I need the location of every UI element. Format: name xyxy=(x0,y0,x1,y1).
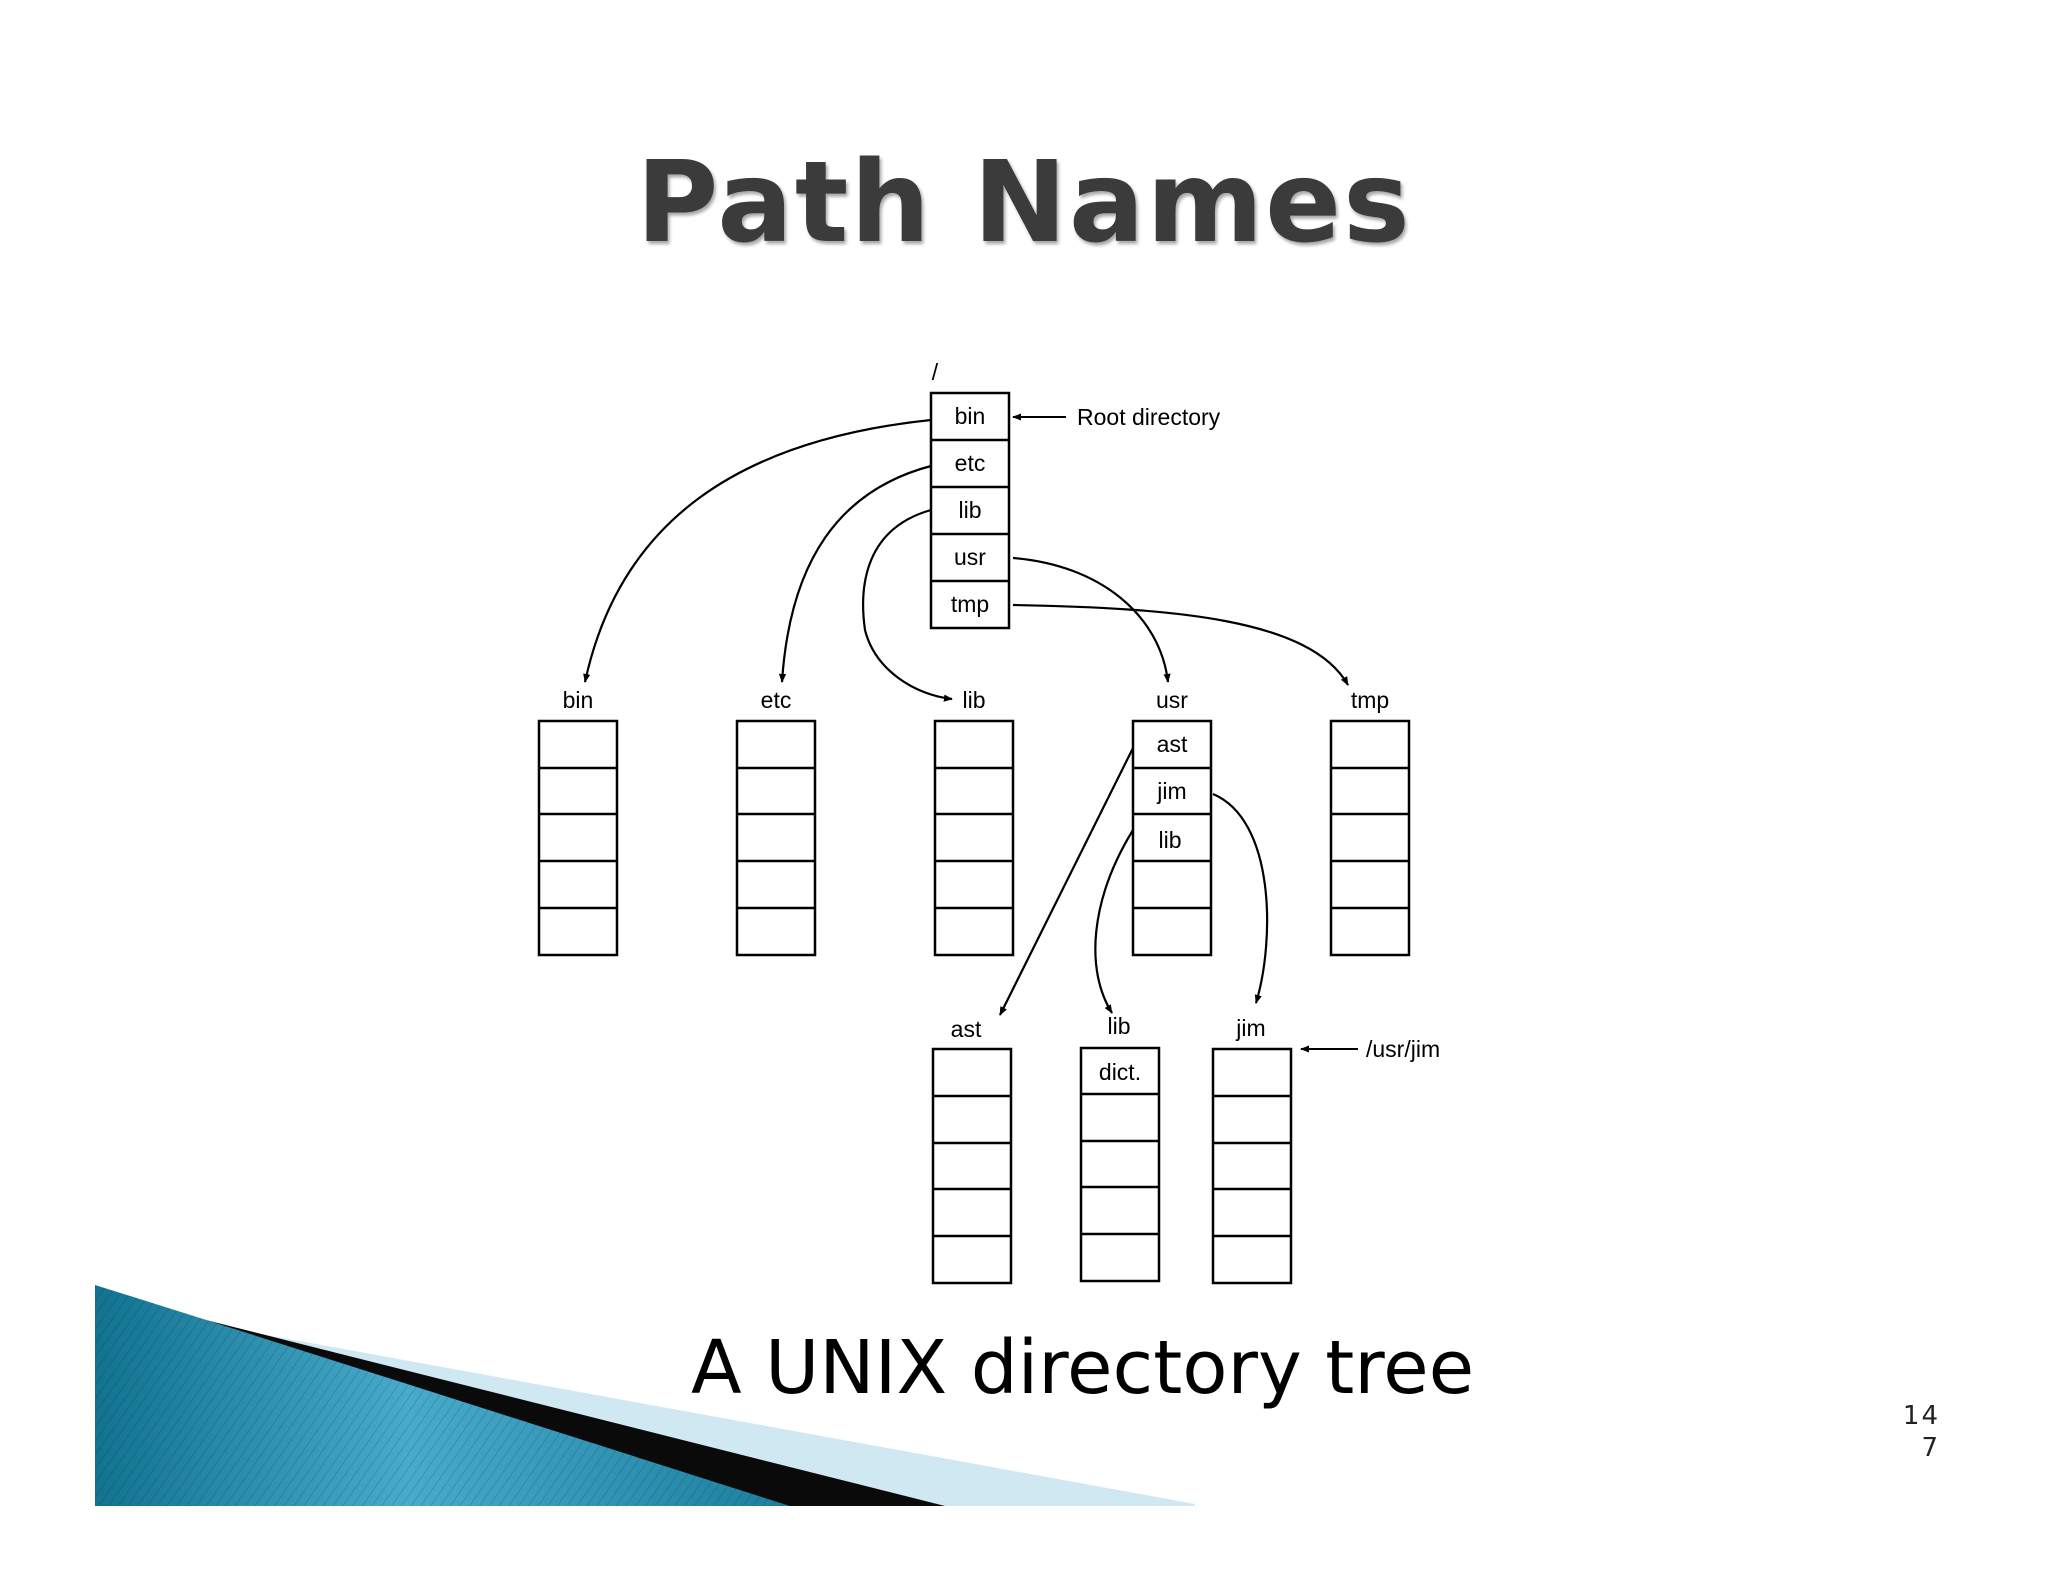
root-directory xyxy=(929,391,1011,630)
root-slash-label: / xyxy=(932,359,939,385)
dir-label-bin: bin xyxy=(563,687,594,713)
jim-annotation: /usr/jim xyxy=(1366,1036,1440,1062)
arrow-usr-jim-to-jim xyxy=(1212,792,1269,1004)
root-annotation: Root directory xyxy=(1077,404,1221,430)
root-entry-etc: etc xyxy=(955,450,986,476)
arrow-root-to-tmp xyxy=(1012,603,1349,686)
usr-lib-entry-dict: dict. xyxy=(1099,1059,1141,1085)
arrow-root-to-lib xyxy=(862,508,953,702)
dir-box-lib xyxy=(933,719,1015,957)
dir-box-usr-lib xyxy=(1079,1046,1161,1283)
page-number-line-2: 7 xyxy=(1921,1433,1940,1463)
dir-box-etc xyxy=(735,719,817,957)
dir-label-etc: etc xyxy=(761,687,792,713)
wedge-light-shard xyxy=(195,1322,1195,1506)
page-number-line-1: 14 xyxy=(1902,1401,1940,1431)
dir-label-usr-lib: lib xyxy=(1107,1013,1130,1039)
usr-entry-lib: lib xyxy=(1158,827,1181,853)
arrow-root-to-usr xyxy=(1012,556,1171,683)
wedge-black-band xyxy=(180,1316,945,1506)
dir-box-tmp xyxy=(1329,719,1411,957)
page-number: 14 7 xyxy=(1880,1400,1940,1464)
root-entry-lib: lib xyxy=(958,497,981,523)
arrow-root-to-bin xyxy=(583,418,932,683)
arrow-usr-lib-to-lib xyxy=(1094,829,1134,1014)
usr-entry-jim: jim xyxy=(1156,778,1186,804)
dir-label-lib: lib xyxy=(962,687,985,713)
arrow-root-to-etc xyxy=(778,464,932,683)
dir-label-jim: jim xyxy=(1235,1015,1265,1041)
dir-box-usr xyxy=(1131,719,1213,957)
dir-box-bin xyxy=(537,719,619,957)
root-entry-bin: bin xyxy=(955,403,986,429)
dir-box-jim xyxy=(1211,1047,1293,1285)
dir-label-tmp: tmp xyxy=(1351,687,1389,713)
root-entry-tmp: tmp xyxy=(951,591,989,617)
slide-caption: A UNIX directory tree xyxy=(691,1325,1475,1411)
root-entry-usr: usr xyxy=(954,544,986,570)
slide-title: Path Names xyxy=(636,138,1412,268)
dir-label-usr: usr xyxy=(1156,687,1188,713)
usr-entry-ast: ast xyxy=(1157,731,1188,757)
dir-label-ast: ast xyxy=(951,1016,982,1042)
arrow-usr-ast-to-ast xyxy=(999,747,1134,1016)
dir-box-ast xyxy=(931,1047,1013,1285)
